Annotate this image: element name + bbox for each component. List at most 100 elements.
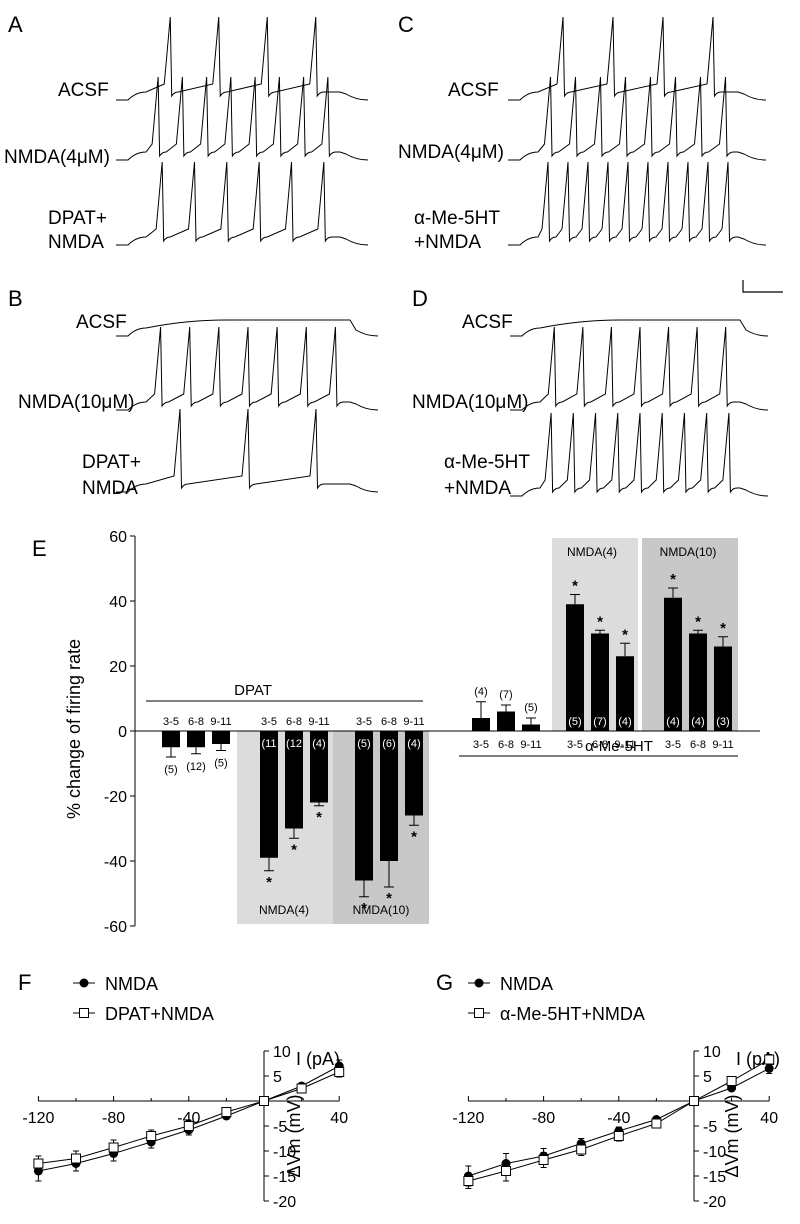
- e-ytick-label-0: 60: [109, 529, 127, 546]
- f-legend-1: DPAT+NMDA: [105, 1004, 214, 1024]
- f-pt-1-8: [334, 1067, 345, 1077]
- e-cat-0-2: 9-11: [210, 716, 231, 728]
- f-pt-1-0: [33, 1158, 44, 1169]
- e-bar-2-0: [355, 731, 373, 881]
- e-star-5-2: *: [720, 620, 726, 637]
- f-pt-1-3: [146, 1131, 157, 1141]
- f-pt-1-2: [108, 1142, 119, 1153]
- e-n-5-2: (3): [716, 716, 729, 728]
- e-cat-4-0: 3-5: [567, 739, 583, 751]
- bar-chart-e: % change of firing rate DPAT α-Me-5HT NM…: [64, 529, 760, 936]
- panel-letter-c: C: [398, 12, 414, 37]
- f-pt-1-5: [221, 1107, 232, 1117]
- trace-d-2: [510, 412, 769, 497]
- e-bar-1-1: [285, 731, 303, 829]
- g-pt-1-5: [651, 1118, 662, 1129]
- e-n-2-1: (6): [382, 738, 395, 750]
- g-pt-1-4: [613, 1131, 624, 1141]
- g-ylabel: ΔVm (mV): [722, 1094, 742, 1177]
- e-n-0-0: (5): [164, 764, 177, 776]
- e-n-4-1: (7): [593, 716, 606, 728]
- trace-b-label-1: NMDA(10μM): [18, 392, 135, 413]
- e-star-1-2: *: [316, 809, 322, 826]
- e-group-label-ame: α-Me-5HT: [585, 738, 653, 755]
- f-xtick-label-3: 40: [330, 1110, 348, 1127]
- trace-a-1: [116, 76, 369, 161]
- g-ytick-label-0: 10: [703, 1044, 721, 1061]
- trace-a-label-3: NMDA: [48, 232, 104, 253]
- trace-b-label-2: DPAT+: [82, 452, 141, 473]
- e-n-5-1: (4): [691, 716, 704, 728]
- f-ytick-label-3: -10: [273, 1144, 296, 1161]
- g-pt-1-7: [726, 1076, 737, 1086]
- trace-b-0: [116, 319, 379, 337]
- e-star-2-0: *: [361, 900, 367, 917]
- e-bar-0-0: [162, 731, 180, 748]
- g-legend-marker-1: [474, 1008, 484, 1018]
- g-xtick-label-3: 40: [760, 1110, 778, 1127]
- f-pt-1-7: [296, 1083, 307, 1094]
- g-ytick-label-1: 5: [703, 1069, 712, 1086]
- voltage-traces: [116, 16, 769, 497]
- e-bar-5-2: [714, 646, 732, 731]
- e-shade-label-0: NMDA(4): [259, 903, 309, 917]
- f-xtick-label-1: -80: [102, 1110, 125, 1127]
- f-ytick-label-4: -15: [273, 1169, 296, 1186]
- iv-plot-g: NMDA α-Me-5HT+NMDA I (pA) ΔVm (mV) -120-…: [452, 974, 780, 1211]
- trace-a-2: [116, 161, 369, 246]
- trace-c-2: [508, 161, 767, 246]
- e-bar-5-0: [664, 597, 682, 731]
- e-star-1-0: *: [266, 874, 272, 891]
- g-xtick-label-0: -120: [452, 1110, 484, 1127]
- f-ytick-label-5: -20: [273, 1194, 296, 1211]
- f-xtick-label-0: -120: [22, 1110, 54, 1127]
- f-pt-1-6: [259, 1096, 269, 1106]
- g-xtick-label-1: -80: [532, 1110, 555, 1127]
- scale-bar: [742, 280, 783, 293]
- panel-letter-a: A: [8, 12, 23, 37]
- e-n-1-2: (4): [312, 738, 325, 750]
- e-cat-4-1: 6-8: [592, 739, 608, 751]
- g-pt-1-0: [463, 1176, 474, 1186]
- trace-d-label-2: α-Me-5HT: [444, 452, 530, 473]
- e-bar-1-0: [260, 731, 278, 858]
- trace-a-label-2: DPAT+: [48, 208, 107, 229]
- f-ytick-label-1: 5: [273, 1069, 282, 1086]
- f-ytick-label-2: -5: [273, 1119, 287, 1136]
- e-bar-5-1: [689, 633, 707, 731]
- e-shade-label-2: NMDA(4): [567, 545, 617, 559]
- g-legend-marker-0: [474, 978, 484, 988]
- e-ytick-label-5: -40: [104, 854, 127, 871]
- trace-c-1: [508, 76, 767, 161]
- g-pt-1-8: [764, 1054, 775, 1065]
- e-ytick-label-1: 40: [109, 594, 127, 611]
- e-n-2-0: (5): [357, 738, 370, 750]
- f-ytick-label-0: 10: [273, 1044, 291, 1061]
- e-bar-3-2: [522, 724, 540, 731]
- g-legend-0: NMDA: [500, 974, 553, 994]
- e-n-0-2: (5): [214, 758, 227, 770]
- e-n-3-0: (4): [474, 686, 487, 698]
- e-bar-0-1: [187, 731, 205, 748]
- e-bar-4-2: [616, 656, 634, 731]
- e-n-1-1: (12: [286, 738, 302, 750]
- e-star-4-0: *: [572, 578, 578, 595]
- e-cat-5-2: 9-11: [712, 739, 733, 751]
- g-pt-0-8: [764, 1064, 774, 1073]
- f-legend-0: NMDA: [105, 974, 158, 994]
- g-pt-1-2: [538, 1155, 549, 1165]
- e-star-2-1: *: [386, 890, 392, 907]
- trace-b-label-0: ACSF: [76, 312, 127, 333]
- panel-letter-e: E: [32, 536, 47, 561]
- trace-d-label-0: ACSF: [462, 312, 513, 333]
- e-ylabel: % change of firing rate: [64, 639, 84, 819]
- e-ytick-label-3: 0: [118, 724, 127, 741]
- trace-a-0: [116, 16, 369, 101]
- e-cat-5-1: 6-8: [690, 739, 706, 751]
- e-star-2-2: *: [411, 828, 417, 845]
- g-pt-1-3: [576, 1144, 587, 1155]
- e-ytick-label-2: 20: [109, 659, 127, 676]
- e-star-5-0: *: [670, 571, 676, 588]
- trace-b-2: [116, 408, 379, 493]
- e-n-2-2: (4): [407, 738, 420, 750]
